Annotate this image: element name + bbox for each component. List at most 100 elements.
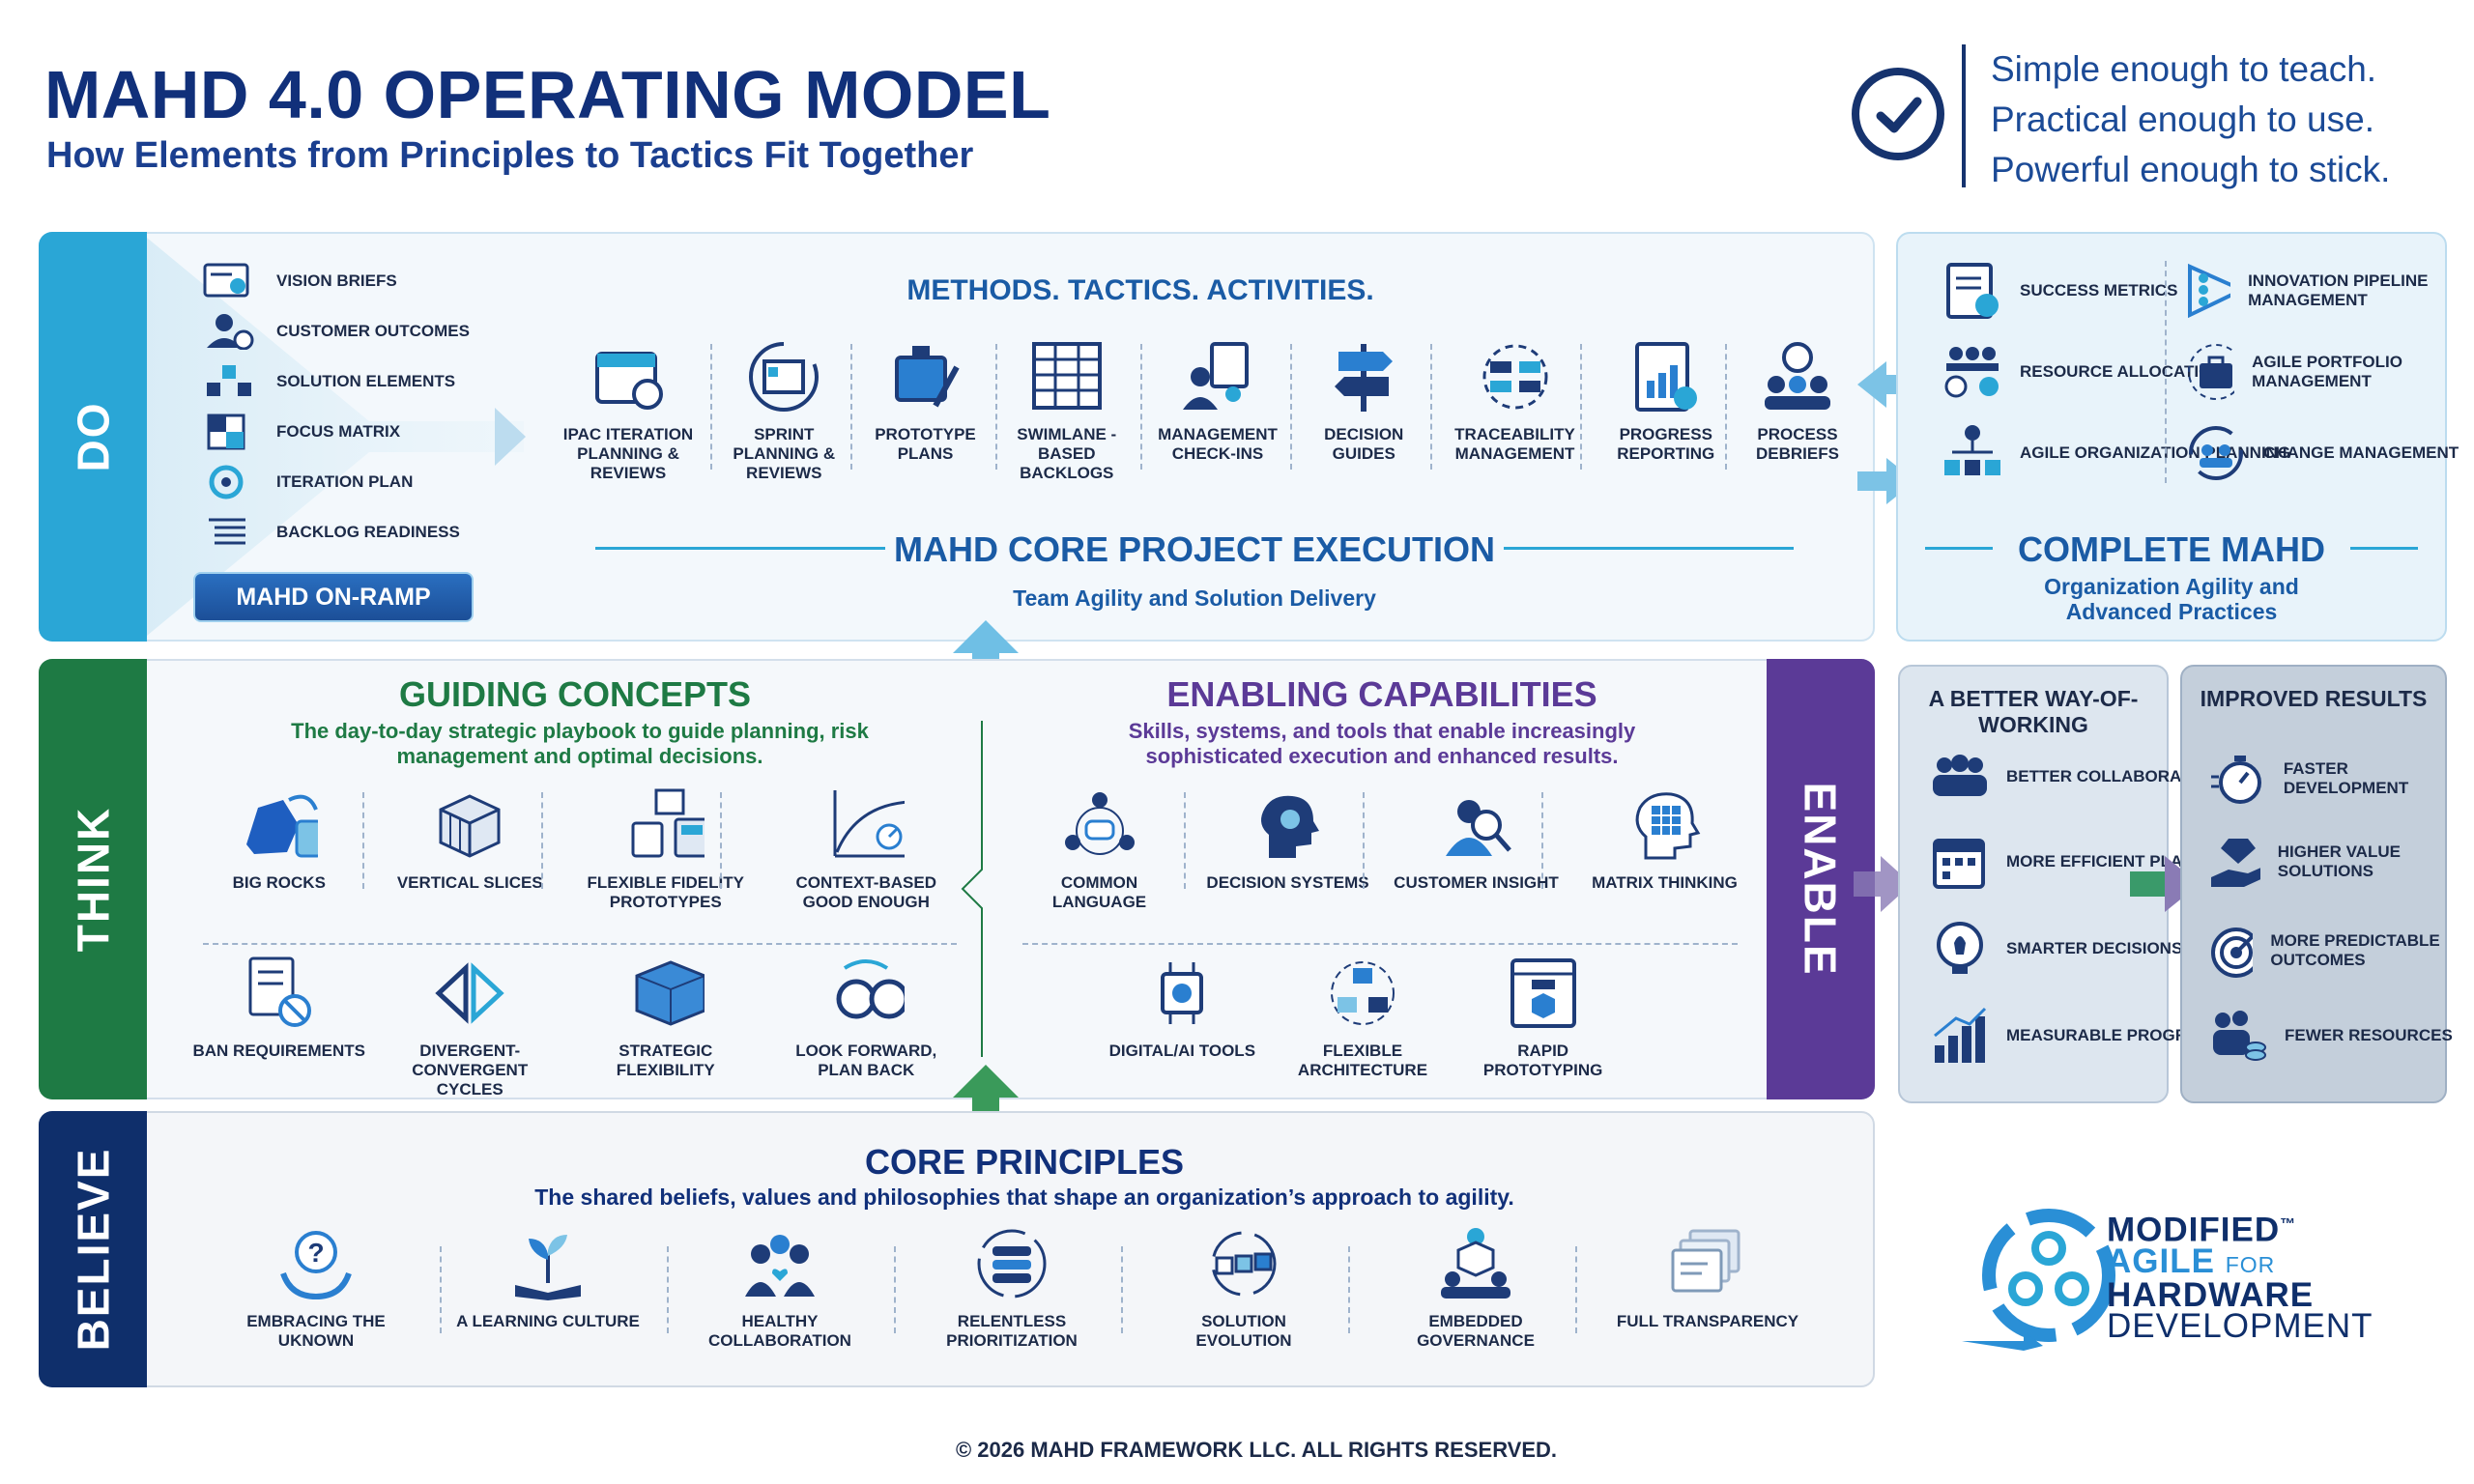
divider <box>1541 792 1543 889</box>
complete-line-left <box>1925 547 1993 550</box>
method-item: PROCESS DEBRIEFS <box>1740 338 1856 483</box>
complete-item: CHANGE MANAGEMENT <box>2186 423 2474 483</box>
divider <box>440 1246 442 1333</box>
architecture-cubes-icon <box>1324 955 1401 1032</box>
big-rocks-icon <box>241 786 318 864</box>
checkin-people-icon <box>1179 338 1256 415</box>
believe-row-label: BELIEVE <box>39 1111 147 1387</box>
guiding-item: BAN REQUIREMENTS <box>192 955 366 1099</box>
onramp-item: VISION BRIEFS <box>203 263 470 300</box>
improved-item: MORE PREDICTABLE OUTCOMES <box>2209 922 2474 980</box>
team-heart-icon <box>741 1225 819 1302</box>
onramp-item: SOLUTION ELEMENTS <box>203 363 470 400</box>
guiding-row-2: BAN REQUIREMENTS DIVERGENT-CONVERGENT CY… <box>184 955 966 1099</box>
better-item: BETTER COLLABORATION <box>1931 754 2235 800</box>
divider <box>850 344 852 470</box>
complete-item: AGILE PORTFOLIO MANAGEMENT <box>2186 342 2474 402</box>
method-item: SPRINT PLANNING & REVIEWS <box>716 338 851 483</box>
guiding-item: STRATEGIC FLEXIBILITY <box>574 955 758 1099</box>
guiding-item: DIVERGENT-CONVERGENT CYCLES <box>383 955 557 1099</box>
report-chart-icon <box>1627 338 1705 415</box>
growth-bars-icon <box>1934 1007 1987 1063</box>
enabling-item: DECISION SYSTEMS <box>1201 786 1375 912</box>
document-eye-icon <box>203 263 249 298</box>
customer-search-icon <box>1438 786 1515 864</box>
divider <box>1140 344 1142 470</box>
signpost-icon <box>1325 338 1402 415</box>
tagline: Practical enough to use. <box>1991 100 2374 139</box>
governance-team-icon <box>1437 1225 1514 1302</box>
method-item: MANAGEMENT CHECK-INS <box>1145 338 1290 483</box>
methods-title: METHODS. TACTICS. ACTIVITIES. <box>906 274 1374 306</box>
complete-item: RESOURCE ALLOCATION <box>1942 342 2290 402</box>
enabling-sub: Skills, systems, and tools that enable i… <box>1128 719 1636 768</box>
principle-item: FULL TRANSPARENCY <box>1616 1225 1799 1351</box>
3d-printer-icon <box>1505 955 1582 1032</box>
think-row-label: THINK <box>39 659 147 1099</box>
check-circle-icon <box>1852 68 1944 160</box>
guiding-item: BIG ROCKS <box>192 786 366 912</box>
plant-book-icon <box>509 1225 587 1302</box>
vertical-slices-cube-icon <box>431 786 508 864</box>
up-arrow-teal <box>953 620 1019 684</box>
divider <box>1575 1246 1577 1333</box>
ban-document-icon <box>241 955 318 1032</box>
core-principles-title: CORE PRINCIPLES <box>864 1142 1185 1182</box>
mahd-onramp-button[interactable]: MAHD ON-RAMP <box>193 572 474 622</box>
enabling-item: RAPID PROTOTYPING <box>1456 955 1630 1080</box>
cycle-icon <box>209 465 244 499</box>
guiding-row-1: BIG ROCKS VERTICAL SLICES FLEXIBLE FIDEL… <box>184 786 966 912</box>
tagline: Powerful enough to stick. <box>1991 150 2391 189</box>
swimlane-grid-icon <box>1028 338 1106 415</box>
mahd-logo-mark <box>1962 1209 2115 1351</box>
flexible-cubes-icon <box>627 955 705 1032</box>
divider <box>710 344 712 470</box>
common-language-icon <box>1061 786 1138 864</box>
change-cycle-icon <box>2189 426 2243 480</box>
binoculars-icon <box>827 955 906 1032</box>
complete-item: INNOVATION PIPELINE MANAGEMENT <box>2186 261 2474 321</box>
logo-hardware: HARDWARE <box>2107 1275 2315 1314</box>
people-coins-icon <box>2213 1011 2266 1061</box>
guiding-item: CONTEXT-BASED GOOD ENOUGH <box>774 786 958 912</box>
core-principles-sub: The shared beliefs, values and philosoph… <box>534 1184 1514 1210</box>
principle-item: EMBEDDED GOVERNANCE <box>1384 1225 1568 1351</box>
up-arrow-green <box>953 1065 1019 1127</box>
onramp-item: CUSTOMER OUTCOMES <box>203 313 470 350</box>
divider <box>2165 261 2167 483</box>
principle-item: RELENTLESS PRIORITIZATION <box>920 1225 1104 1351</box>
divider <box>1121 1246 1123 1333</box>
traceability-icon <box>1477 338 1554 415</box>
guiding-item: FLEXIBLE FIDELITY PROTOTYPES <box>574 786 758 912</box>
better-list: BETTER COLLABORATION MORE EFFICIENT PLAN… <box>1931 754 2235 1065</box>
taglines: Simple enough to teach. Practical enough… <box>1991 44 2390 195</box>
tagline: Simple enough to teach. <box>1991 49 2377 89</box>
core-line-left <box>595 547 885 550</box>
copyright: © 2026 MAHD FRAMEWORK LLC. ALL RIGHTS RE… <box>955 1438 1558 1462</box>
evolution-cubes-icon <box>1205 1225 1282 1302</box>
logo-agile: AGILE <box>2107 1241 2215 1280</box>
svg-text:?: ? <box>307 1238 324 1268</box>
better-item: SMARTER DECISIONS <box>1931 920 2235 978</box>
decision-head-icon <box>1250 786 1327 864</box>
ai-chip-gear-icon <box>1143 955 1221 1032</box>
logo-modified: MODIFIED <box>2107 1211 2281 1249</box>
stopwatch-icon <box>2211 756 2261 804</box>
core-execution-title: MAHD CORE PROJECT EXECUTION <box>893 529 1496 569</box>
principle-item: HEALTHY COLLABORATION <box>688 1225 872 1351</box>
method-item: PROGRESS REPORTING <box>1603 338 1729 483</box>
question-hands-icon: ? <box>277 1225 355 1302</box>
org-chart-icon <box>1944 425 2000 475</box>
calendar-icon <box>1933 839 1985 889</box>
method-item: SWIMLANE -BASED BACKLOGS <box>999 338 1135 483</box>
divider <box>1348 1246 1350 1333</box>
divider <box>362 792 364 889</box>
enable-arrow <box>1854 856 1912 912</box>
improved-list: FASTER DEVELOPMENT HIGHER VALUE SOLUTION… <box>2209 752 2474 1063</box>
improved-item: HIGHER VALUE SOLUTIONS <box>2209 835 2474 889</box>
core-principles-row: ? EMBRACING THE UKNOWN A LEARNING CULTUR… <box>224 1225 1799 1351</box>
lightbulb-head-icon <box>1937 922 1983 974</box>
core-line-right <box>1504 547 1794 550</box>
logo-trademark: ™ <box>2280 1216 2297 1233</box>
principle-item: A LEARNING CULTURE <box>456 1225 640 1351</box>
